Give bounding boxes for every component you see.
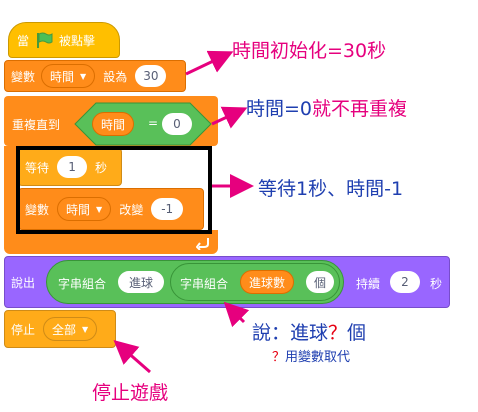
hat-suffix: 被點擊 [59, 33, 96, 48]
annotation-init-time: 時間初始化=30秒 [232, 40, 387, 62]
change-by-label: 改變 [119, 202, 144, 217]
change-variable-block[interactable]: 變數 時間 ▼ 改變 -1 [18, 188, 204, 230]
arrow-5 [113, 340, 151, 374]
set-var-label: 變數 [11, 69, 36, 84]
change-value-input[interactable]: -1 [151, 198, 184, 220]
annotation-say-goals: 說：進球？個 [252, 318, 366, 345]
arrow-4 [223, 301, 250, 328]
stop-option-dropdown[interactable]: 全部 ▼ [43, 317, 98, 341]
say-label: 說出 [11, 275, 36, 290]
annotation-repeat-part-1: 時間=0 [246, 98, 313, 120]
equals-sign: = [148, 116, 159, 130]
variable-dropdown[interactable]: 時間 ▼ [41, 64, 96, 88]
annotation-repeat-part-2: 就不再重複 [312, 98, 408, 120]
join1-text-input[interactable]: 進球 [118, 271, 164, 293]
goals-variable-reporter[interactable]: 進球數 [240, 270, 295, 294]
dropdown-arrow-icon: ▼ [80, 71, 87, 81]
stop-option-value: 全部 [52, 322, 77, 337]
join-label-1: 字串組合 [58, 277, 107, 291]
set-variable-block[interactable]: 變數 時間 ▼ 設為 30 [4, 60, 186, 92]
annotation-replace-text: 用變數取代 [285, 350, 351, 365]
repeat-until-foot [4, 230, 218, 254]
annotation-repeat-until: 時間=0就不再重複 [246, 94, 407, 121]
join-label-2: 字串組合 [180, 277, 229, 291]
green-flag-icon [37, 32, 53, 48]
arrow-1 [185, 50, 234, 76]
repeat-until-arm [4, 146, 18, 234]
annotation-replace-question-mark: ？ [272, 350, 286, 365]
wait-unit: 秒 [95, 160, 108, 175]
repeat-until-value-input[interactable]: 0 [162, 113, 192, 135]
change-var-label: 變數 [25, 202, 50, 217]
change-variable-dropdown[interactable]: 時間 ▼ [57, 197, 112, 221]
say-for-label: 持續 [356, 277, 381, 291]
annotation-say-part-3: 個 [347, 322, 367, 344]
annotation-stop-game: 停止遊戲 [92, 382, 169, 404]
set-value-input[interactable]: 30 [135, 65, 167, 87]
time-variable-name: 時間 [101, 117, 126, 132]
wait-label: 等待 [25, 160, 50, 175]
join2-text-input[interactable]: 個 [306, 271, 334, 293]
arrow-2 [211, 106, 248, 129]
annotation-wait-decrement: 等待1秒、時間-1 [258, 178, 404, 200]
dropdown-arrow-icon: ▼ [96, 204, 103, 214]
annotation-say-part-1: 說：進球 [252, 322, 329, 344]
annotation-say-question-mark: ？ [328, 322, 348, 344]
stop-label: 停止 [11, 322, 36, 337]
wait-seconds-input[interactable]: 1 [57, 156, 88, 178]
set-to-label: 設為 [103, 69, 128, 84]
loop-arrow-icon [196, 238, 209, 250]
annotation-replace-with-variable: ？用變數取代 [272, 346, 350, 365]
say-unit: 秒 [430, 277, 443, 291]
say-secs-input[interactable]: 2 [390, 271, 420, 293]
stop-block[interactable]: 停止 全部 ▼ [4, 310, 116, 348]
highlight-box [16, 146, 212, 234]
repeat-until-label: 重複直到 [12, 118, 61, 132]
variable-name: 時間 [50, 69, 75, 84]
hat-label: 當 [17, 33, 30, 48]
time-variable-reporter[interactable]: 時間 [92, 112, 135, 136]
dropdown-arrow-icon: ▼ [82, 324, 89, 334]
change-variable-name: 時間 [66, 202, 91, 217]
when-flag-clicked-block[interactable]: 當 被點擊 [8, 22, 120, 58]
